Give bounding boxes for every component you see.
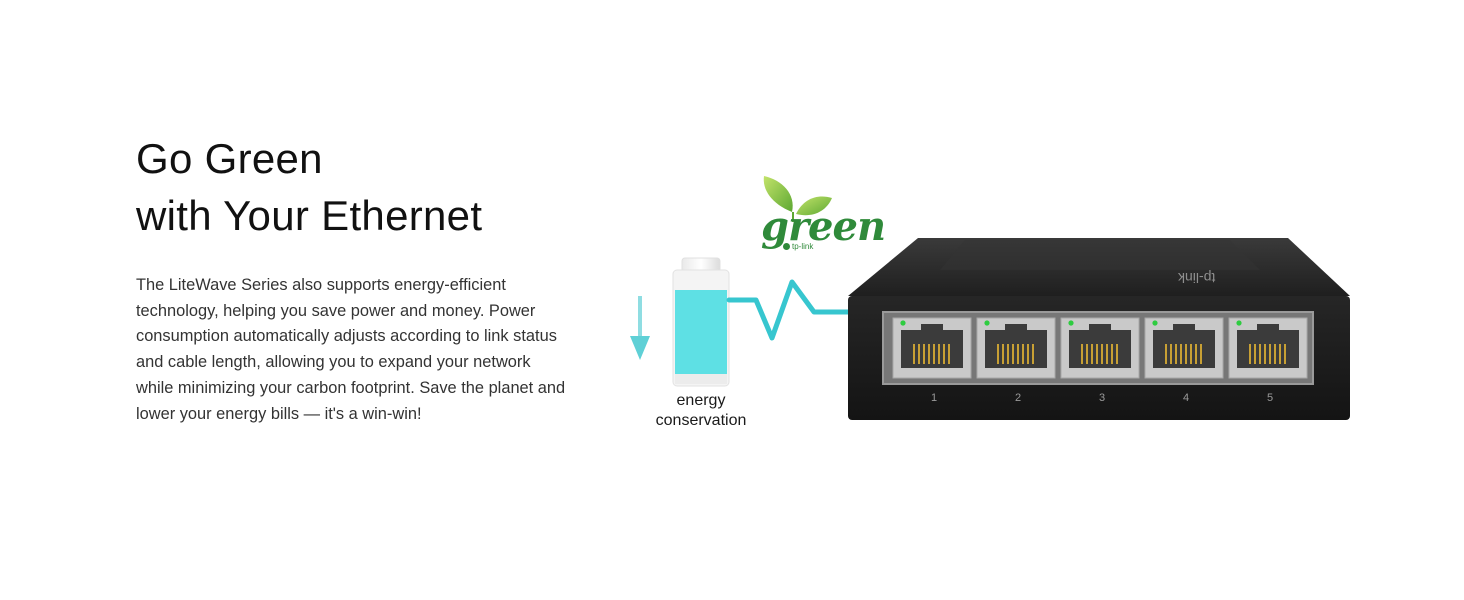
description-text: The LiteWave Series also supports energy…: [136, 276, 566, 423]
green-logo-brand: tp-link: [792, 242, 814, 251]
energy-label-line-1: energy: [676, 392, 726, 409]
tp-link-logo-icon: [783, 243, 790, 250]
energy-conservation-label: energy conservation: [640, 391, 762, 431]
headline: Go Green with Your Ethernet: [136, 130, 482, 244]
ethernet-port-icon: [1144, 317, 1224, 379]
port-led: [900, 320, 906, 326]
down-arrow-icon: [630, 296, 650, 360]
green-logo-text: green: [761, 203, 886, 250]
battery-icon: [672, 257, 730, 387]
port-number-3: 3: [1098, 392, 1106, 404]
ethernet-port-icon: [1060, 317, 1140, 379]
energy-label-line-2: conservation: [655, 412, 747, 429]
ethernet-switch: [848, 238, 1350, 420]
port-led: [1068, 320, 1074, 326]
port-led: [984, 320, 990, 326]
port-number-1: 1: [930, 392, 938, 404]
leaf-icon: [763, 176, 832, 222]
ethernet-port-icon: [976, 317, 1056, 379]
ethernet-port-icon: [1228, 317, 1308, 379]
device-brand-label: tp-link: [1178, 270, 1216, 286]
port-led: [1236, 320, 1242, 326]
headline-line-1: Go Green: [136, 135, 323, 182]
port-led: [1152, 320, 1158, 326]
port-number-2: 2: [1014, 392, 1022, 404]
headline-line-2: with Your Ethernet: [136, 192, 483, 239]
ethernet-port-icon: [892, 317, 972, 379]
energy-line: [726, 279, 855, 341]
port-number-4: 4: [1182, 392, 1190, 404]
port-number-5: 5: [1266, 392, 1274, 404]
